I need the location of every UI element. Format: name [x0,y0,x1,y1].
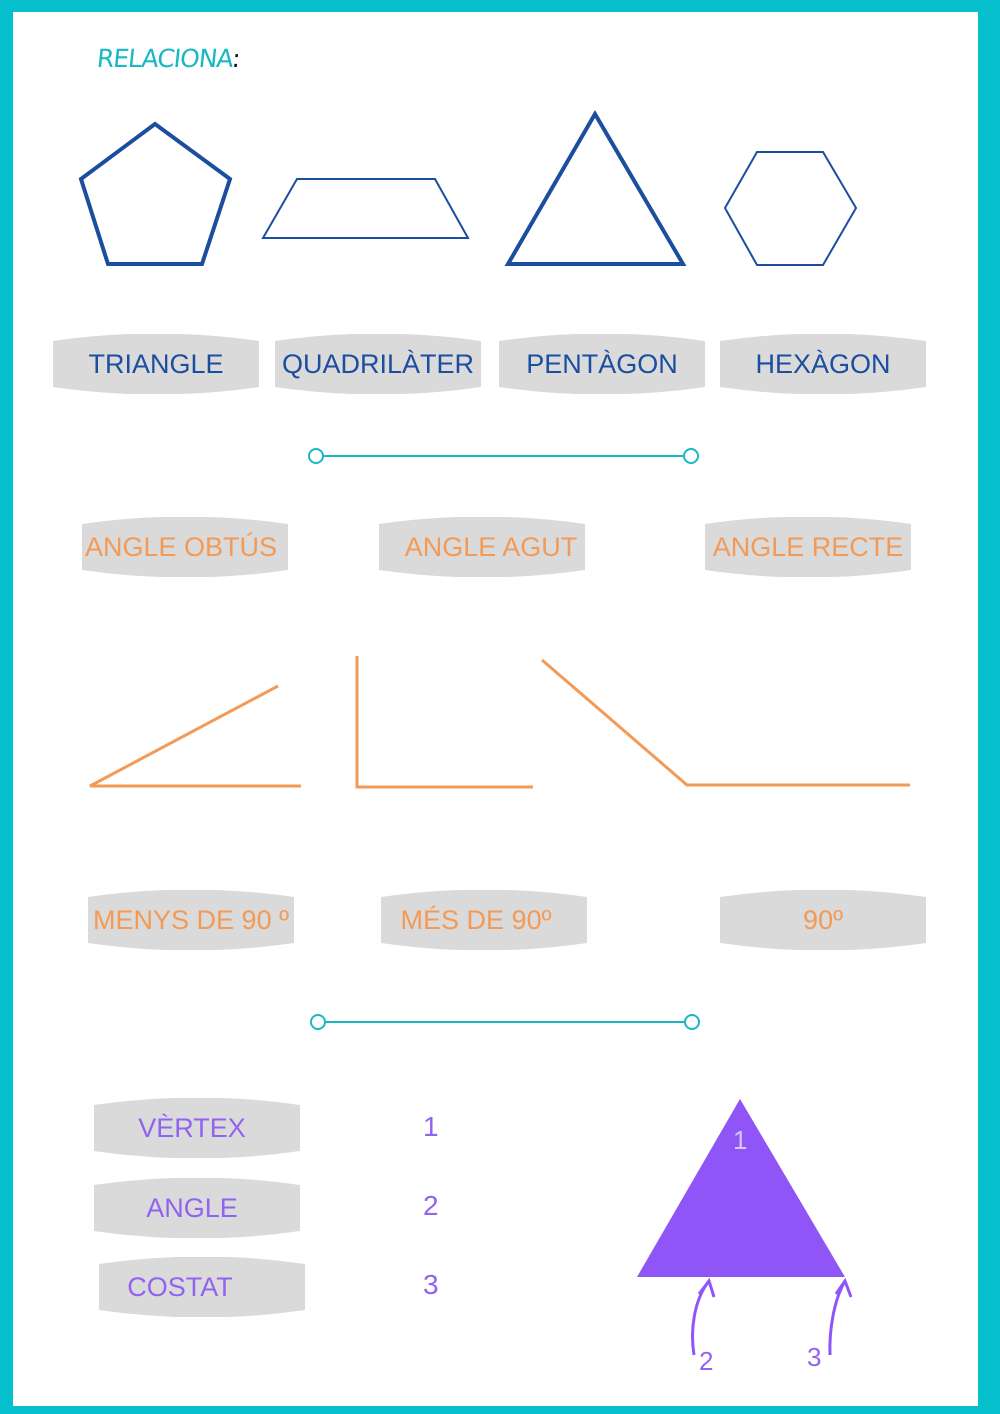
number-label: 2 [423,1190,439,1221]
purple-triangle [637,1099,845,1277]
shape-name-pill[interactable]: TRIANGLE [53,334,259,394]
angle-measure-pill[interactable]: 90º [720,890,926,950]
shape-name-label: PENTÀGON [526,348,678,379]
shape-name-label: QUADRILÀTER [281,348,475,379]
triangle-label-2: 2 [699,1346,714,1376]
right-angle-drawing [355,656,533,789]
angle-name-pill[interactable]: ANGLE AGUT [379,517,585,577]
triangle-label-3: 3 [807,1342,822,1372]
shape-name-label: HEXÀGON [755,348,891,379]
part-label: ANGLE [146,1192,238,1223]
divider-1 [308,448,699,464]
pentagon-shape [78,121,233,266]
angle-name-label: ANGLE AGUT [404,531,578,562]
angle-measure-label: MÉS DE 90º [400,904,552,935]
number-label: 1 [423,1111,439,1142]
shape-name-pill[interactable]: HEXÀGON [720,334,926,394]
part-label: VÈRTEX [138,1112,246,1143]
acute-angle-drawing [89,684,301,788]
part-label: COSTAT [127,1271,233,1302]
angle-name-pill[interactable]: ANGLE OBTÚS [82,517,288,577]
trapezoid-shape [261,178,470,239]
angle-measure-label: 90º [803,904,843,935]
shape-name-pill[interactable]: PENTÀGON [499,334,705,394]
part-pill[interactable]: COSTAT [99,1257,305,1317]
shape-name-label: TRIANGLE [88,348,224,379]
part-pill[interactable]: ANGLE [94,1178,300,1238]
angle-measure-label: MENYS DE 90 º [93,904,289,935]
shape-name-pill[interactable]: QUADRILÀTER [275,334,481,394]
obtuse-angle-drawing [541,658,910,787]
number-label: 3 [423,1269,439,1300]
hexagon-shape [723,151,858,266]
angle-measure-pill[interactable]: MÉS DE 90º [381,890,587,950]
angle-name-label: ANGLE RECTE [712,531,904,562]
part-pill[interactable]: VÈRTEX [94,1098,300,1158]
angle-name-pill[interactable]: ANGLE RECTE [705,517,911,577]
divider-2 [310,1014,700,1030]
arrow-2-head [697,1277,716,1298]
angle-name-label: ANGLE OBTÚS [84,531,278,562]
angle-measure-pill[interactable]: MENYS DE 90 º [88,890,294,950]
triangle-shape [504,110,687,266]
triangle-label-1: 1 [733,1125,748,1155]
arrow-3-head [834,1277,853,1298]
